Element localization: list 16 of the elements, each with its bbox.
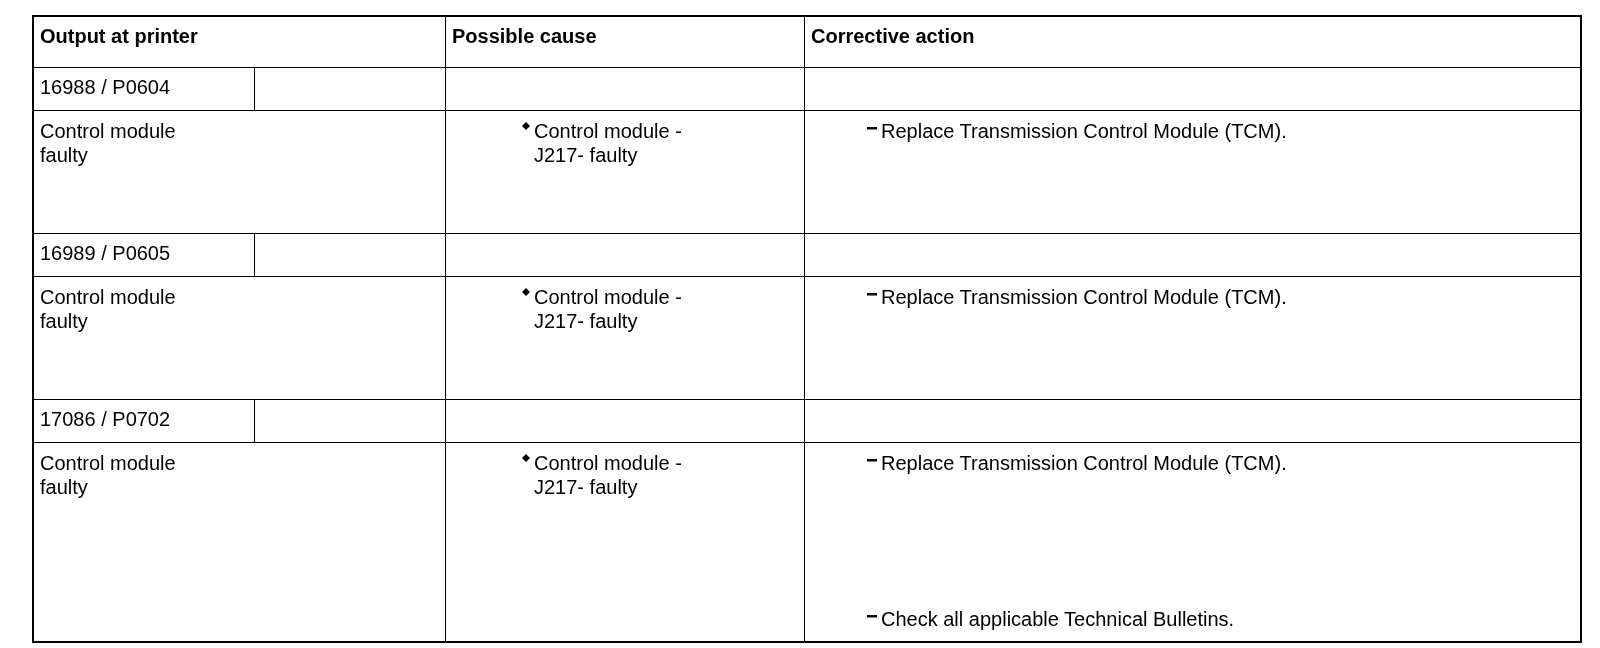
fault-code: 16989 / P0605 [40, 241, 172, 265]
possible-cause: Control module - J217- faulty [534, 119, 683, 167]
fault-description: Control module faulty [40, 451, 177, 499]
fault-code: 16988 / P0604 [40, 75, 172, 99]
fault-description: Control module faulty [40, 119, 177, 167]
corrective-action: Replace Transmission Control Module (TCM). [881, 451, 1287, 475]
possible-cause: Control module - J217- faulty [534, 285, 683, 333]
corrective-action: Replace Transmission Control Module (TCM). [881, 285, 1287, 309]
possible-cause: Control module - J217- faulty [534, 451, 683, 499]
column-header: Corrective action [811, 24, 976, 48]
corrective-action: Replace Transmission Control Module (TCM). [881, 119, 1287, 143]
fault-description: Control module faulty [40, 285, 177, 333]
fault-code: 17086 / P0702 [40, 407, 172, 431]
corrective-action: Check all applicable Technical Bulletins. [881, 607, 1235, 631]
column-header: Output at printer [40, 24, 199, 48]
column-header: Possible cause [452, 24, 598, 48]
